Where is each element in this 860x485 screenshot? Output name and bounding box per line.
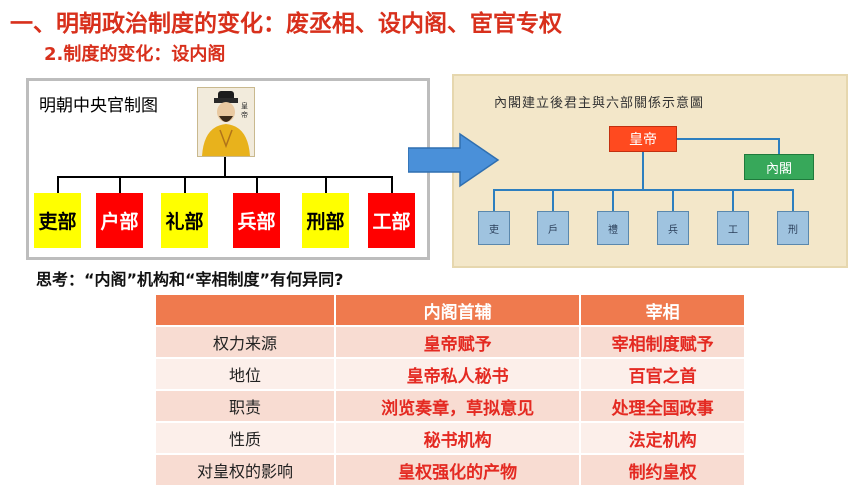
row-neige-value: 皇帝赋予: [335, 325, 582, 358]
dept-xing: 刑部: [302, 193, 349, 248]
thinking-question: 思考：“内阁”机构和“宰相制度”有何异同?: [36, 270, 344, 289]
dept-bing: 兵部: [233, 193, 280, 248]
row-label: 性质: [156, 421, 336, 454]
row-zaixiang-value: 百官之首: [580, 357, 746, 390]
row-zaixiang-value: 处理全国政事: [580, 389, 746, 422]
table-row: 地位 皇帝私人秘书 百官之首: [156, 357, 746, 390]
diagram-branch-5: [732, 189, 734, 211]
dept-hu: 户部: [96, 193, 143, 248]
branch-line-6: [391, 176, 393, 193]
diagram-branch-6: [792, 189, 794, 211]
branch-line-1: [57, 176, 59, 193]
diagram-title: 內閣建立後君主與六部關係示意圖: [494, 96, 705, 111]
diagram-dept-li-rites: 禮: [597, 211, 629, 245]
right-arrow-icon: [408, 132, 500, 188]
emperor-portrait: 皇 帝: [197, 87, 255, 157]
comparison-table: 内阁首辅 宰相 权力来源 皇帝赋予 宰相制度赋予 地位 皇帝私人秘书 百官之首 …: [156, 295, 746, 485]
horizontal-connector: [57, 176, 393, 178]
row-label: 权力来源: [156, 325, 336, 358]
ming-official-chart: 明朝中央官制图 皇 帝 吏部 户部 礼部 兵部 刑部 工部: [26, 78, 430, 260]
diagram-emperor-box: 皇帝: [609, 126, 677, 152]
row-label: 职责: [156, 389, 336, 422]
table-header-row: 内阁首辅 宰相: [156, 295, 746, 326]
row-label: 对皇权的影响: [156, 453, 336, 485]
diagram-dept-bing: 兵: [657, 211, 689, 245]
diagram-dept-li: 吏: [478, 211, 510, 245]
branch-line-4: [256, 176, 258, 193]
table-header-zaixiang: 宰相: [580, 295, 746, 326]
diagram-horizontal-line: [493, 189, 793, 191]
diagram-neige-box: 內閣: [744, 154, 814, 180]
diagram-neige-line-h: [677, 138, 779, 140]
diagram-dept-gong: 工: [717, 211, 749, 245]
table-header-neige: 内阁首辅: [335, 295, 582, 326]
diagram-branch-1: [493, 189, 495, 211]
branch-line-2: [119, 176, 121, 193]
emperor-mark-1: 皇: [241, 101, 248, 110]
row-zaixiang-value: 制约皇权: [580, 453, 746, 485]
row-neige-value: 皇权强化的产物: [335, 453, 582, 485]
chart-title: 明朝中央官制图: [39, 96, 158, 116]
neige-relationship-diagram: 內閣建立後君主與六部關係示意圖 皇帝 內閣 吏 戶 禮 兵 工 刑: [452, 74, 848, 268]
dept-li: 吏部: [34, 193, 81, 248]
table-row: 对皇权的影响 皇权强化的产物 制约皇权: [156, 453, 746, 485]
branch-line-5: [325, 176, 327, 193]
table-row: 职责 浏览奏章，草拟意见 处理全国政事: [156, 389, 746, 422]
diagram-vertical-line: [642, 152, 644, 190]
diagram-branch-3: [612, 189, 614, 211]
dept-gong: 工部: [368, 193, 415, 248]
branch-line-3: [184, 176, 186, 193]
page-title: 一、明朝政治制度的变化：废丞相、设内阁、宦官专权: [10, 11, 562, 37]
emperor-portrait-image: 皇 帝: [202, 91, 250, 156]
diagram-neige-line-v: [778, 138, 780, 154]
diagram-branch-4: [672, 189, 674, 211]
row-neige-value: 皇帝私人秘书: [335, 357, 582, 390]
table-row: 权力来源 皇帝赋予 宰相制度赋予: [156, 325, 746, 358]
emperor-mark-2: 帝: [241, 110, 248, 119]
table-row: 性质 秘书机构 法定机构: [156, 421, 746, 454]
row-zaixiang-value: 宰相制度赋予: [580, 325, 746, 358]
diagram-dept-hu: 戶: [537, 211, 569, 245]
row-neige-value: 秘书机构: [335, 421, 582, 454]
diagram-dept-xing: 刑: [777, 211, 809, 245]
table-header-empty: [156, 295, 336, 326]
dept-li-rites: 礼部: [161, 193, 208, 248]
page-subtitle: 2.制度的变化：设内阁: [44, 44, 226, 65]
row-neige-value: 浏览奏章，草拟意见: [335, 389, 582, 422]
row-label: 地位: [156, 357, 336, 390]
diagram-branch-2: [552, 189, 554, 211]
row-zaixiang-value: 法定机构: [580, 421, 746, 454]
vertical-connector: [224, 157, 226, 177]
